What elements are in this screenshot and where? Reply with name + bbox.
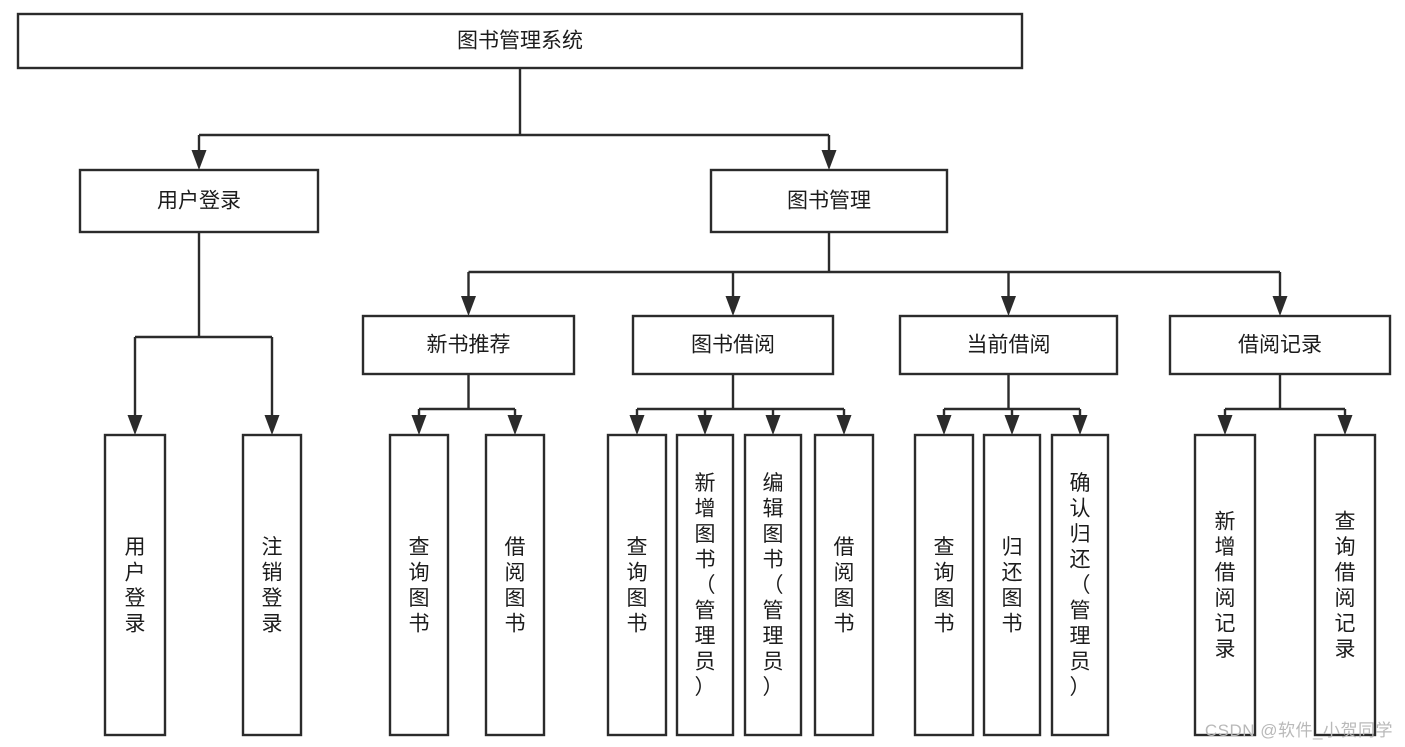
- node-book-borrow[interactable]: 图书借阅: [631, 314, 835, 376]
- node-leaf-add-book-admin[interactable]: 新增图书（管理员）: [675, 433, 735, 737]
- arrow-head: [1272, 296, 1288, 316]
- node-box-leaf-borrow-book-recommend: [484, 433, 546, 737]
- node-label-new-book-recommend: 新书推荐: [427, 334, 511, 357]
- node-label-leaf-add-book-admin: 新增图书（管理员）: [695, 472, 716, 699]
- node-label-borrow-record: 借阅记录: [1238, 334, 1322, 357]
- node-leaf-query-book-current[interactable]: 查询图书: [913, 433, 975, 737]
- node-box-leaf-edit-book-admin: [743, 433, 803, 737]
- node-label-current-borrow: 当前借阅: [967, 334, 1051, 357]
- node-label-book-management: 图书管理: [787, 190, 871, 213]
- node-leaf-query-borrow-record[interactable]: 查询借阅记录: [1313, 433, 1377, 737]
- node-leaf-confirm-return-admin[interactable]: 确认归还（管理员）: [1050, 433, 1110, 737]
- node-label-leaf-user-login: 用户登录: [125, 536, 146, 636]
- csdn-watermark: CSDN @软件_小贺同学: [1204, 721, 1393, 740]
- node-box-leaf-borrow-book: [813, 433, 875, 737]
- node-box-borrow-record: [1168, 314, 1392, 376]
- node-box-leaf-confirm-return-admin: [1050, 433, 1110, 737]
- node-borrow-record[interactable]: 借阅记录: [1168, 314, 1392, 376]
- node-box-leaf-add-book-admin: [675, 433, 735, 737]
- node-box-leaf-logout-login: [241, 433, 303, 737]
- node-leaf-logout-login[interactable]: 注销登录: [241, 433, 303, 737]
- node-box-leaf-query-book-current: [913, 433, 975, 737]
- arrow-head: [1004, 415, 1020, 435]
- arrow-head: [836, 415, 852, 435]
- node-new-book-recommend[interactable]: 新书推荐: [361, 314, 576, 376]
- node-label-leaf-logout-login: 注销登录: [262, 536, 283, 636]
- arrow-head: [461, 296, 476, 316]
- node-box-leaf-query-borrow-record: [1313, 433, 1377, 737]
- node-box-leaf-user-login: [103, 433, 167, 737]
- node-label-leaf-edit-book-admin: 编辑图书（管理员）: [763, 472, 784, 699]
- node-leaf-return-book[interactable]: 归还图书: [982, 433, 1042, 737]
- node-user-login[interactable]: 用户登录: [78, 168, 320, 234]
- arrow-head: [1001, 296, 1016, 316]
- arrow-head: [936, 415, 952, 435]
- node-box-leaf-query-book-recommend: [388, 433, 450, 737]
- node-label-leaf-query-borrow-record: 查询借阅记录: [1335, 510, 1356, 661]
- node-label-leaf-query-book-current: 查询图书: [934, 536, 955, 636]
- node-leaf-borrow-book-recommend[interactable]: 借阅图书: [484, 433, 546, 737]
- node-label-root: 图书管理系统: [457, 30, 583, 53]
- node-box-leaf-add-borrow-record: [1193, 433, 1257, 737]
- node-box-root: [16, 12, 1024, 70]
- arrow-head: [1337, 415, 1353, 435]
- arrow-head: [411, 415, 427, 435]
- node-book-management[interactable]: 图书管理: [709, 168, 949, 234]
- node-label-leaf-query-book-borrow: 查询图书: [627, 536, 648, 636]
- arrow-head: [821, 150, 837, 170]
- node-leaf-query-book-borrow[interactable]: 查询图书: [606, 433, 668, 737]
- node-label-leaf-confirm-return-admin: 确认归还（管理员）: [1070, 472, 1091, 699]
- node-label-leaf-borrow-book-recommend: 借阅图书: [505, 536, 526, 636]
- arrow-head: [725, 296, 741, 316]
- arrow-head: [1217, 415, 1233, 435]
- arrow-head: [127, 415, 143, 435]
- node-leaf-add-borrow-record[interactable]: 新增借阅记录: [1193, 433, 1257, 737]
- node-label-leaf-add-borrow-record: 新增借阅记录: [1215, 510, 1236, 661]
- node-leaf-borrow-book[interactable]: 借阅图书: [813, 433, 875, 737]
- arrow-head: [629, 415, 645, 435]
- arrow-head: [765, 415, 781, 435]
- node-leaf-user-login[interactable]: 用户登录: [103, 433, 167, 737]
- node-label-leaf-borrow-book: 借阅图书: [834, 536, 855, 636]
- arrow-head: [1072, 415, 1088, 435]
- node-label-leaf-return-book: 归还图书: [1002, 536, 1023, 636]
- node-root[interactable]: 图书管理系统: [16, 12, 1024, 70]
- node-label-leaf-query-book-recommend: 查询图书: [409, 536, 430, 636]
- node-box-current-borrow: [898, 314, 1119, 376]
- arrow-head: [191, 150, 207, 170]
- node-box-new-book-recommend: [361, 314, 576, 376]
- arrow-head: [697, 415, 713, 435]
- node-leaf-edit-book-admin[interactable]: 编辑图书（管理员）: [743, 433, 803, 737]
- connectors-layer: [127, 68, 1353, 435]
- node-box-book-borrow: [631, 314, 835, 376]
- node-box-book-management: [709, 168, 949, 234]
- node-box-leaf-query-book-borrow: [606, 433, 668, 737]
- node-label-book-borrow: 图书借阅: [691, 334, 775, 357]
- node-box-leaf-return-book: [982, 433, 1042, 737]
- node-box-user-login: [78, 168, 320, 234]
- nodes-layer: 图书管理系统用户登录图书管理新书推荐图书借阅当前借阅借阅记录用户登录注销登录查询…: [16, 12, 1392, 737]
- node-current-borrow[interactable]: 当前借阅: [898, 314, 1119, 376]
- node-label-user-login: 用户登录: [157, 190, 241, 213]
- node-leaf-query-book-recommend[interactable]: 查询图书: [388, 433, 450, 737]
- arrow-head: [507, 415, 523, 435]
- arrow-head: [264, 415, 280, 435]
